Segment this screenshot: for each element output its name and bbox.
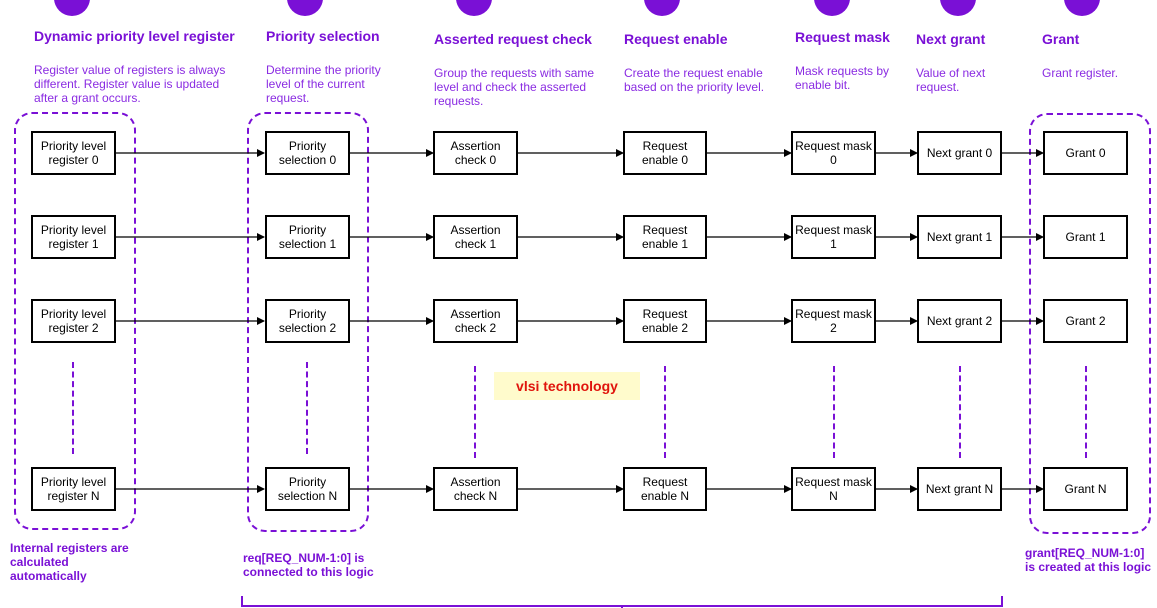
grant-n-box: Grant N <box>1043 467 1128 511</box>
stage-desc-dynamic-priority: Register value of registers is always di… <box>34 63 226 105</box>
stage-desc-next-grant: Value of next request. <box>916 66 986 94</box>
stage-marker-1 <box>287 0 323 16</box>
stage-title-request-mask: Request mask <box>795 29 890 45</box>
assertion-check-1-box: Assertion check 1 <box>433 215 518 259</box>
stage-marker-0 <box>54 0 90 16</box>
stage-desc-asserted-request-check: Group the requests with same level and c… <box>434 66 595 108</box>
request-enable-1-box: Request enable 1 <box>623 215 707 259</box>
group-priority-selection <box>247 112 369 532</box>
grant-1-box: Grant 1 <box>1043 215 1128 259</box>
stage-title-asserted-request-check: Asserted request check <box>434 31 592 47</box>
priority-selection-0-box: Priority selection 0 <box>265 131 350 175</box>
bottom-bracket <box>241 596 1003 607</box>
group-grant <box>1029 113 1151 534</box>
next-grant-1-box: Next grant 1 <box>917 215 1002 259</box>
priority-selection-n-box: Priority selection N <box>265 467 350 511</box>
stage-desc-request-mask: Mask requests by enable bit. <box>795 64 890 92</box>
request-mask-0-box: Request mask 0 <box>791 131 876 175</box>
stage-marker-4 <box>814 0 850 16</box>
priority-selection-2-box: Priority selection 2 <box>265 299 350 343</box>
request-mask-2-box: Request mask 2 <box>791 299 876 343</box>
ellipsis-col-2 <box>474 366 476 458</box>
note-req-connection: req[REQ_NUM-1:0] is connected to this lo… <box>243 551 374 579</box>
ellipsis-col-4 <box>833 366 835 458</box>
request-enable-2-box: Request enable 2 <box>623 299 707 343</box>
watermark-label: vlsi technology <box>494 372 640 400</box>
priority-level-register-0-box: Priority level register 0 <box>31 131 116 175</box>
priority-level-register-1-box: Priority level register 1 <box>31 215 116 259</box>
stage-marker-3 <box>644 0 680 16</box>
next-grant-0-box: Next grant 0 <box>917 131 1002 175</box>
stage-title-grant: Grant <box>1042 31 1080 47</box>
assertion-check-2-box: Assertion check 2 <box>433 299 518 343</box>
stage-title-request-enable: Request enable <box>624 31 728 47</box>
note-grant-created: grant[REQ_NUM-1:0] is created at this lo… <box>1025 546 1152 574</box>
stage-marker-5 <box>940 0 976 16</box>
priority-level-register-2-box: Priority level register 2 <box>31 299 116 343</box>
ellipsis-col-0 <box>72 362 74 454</box>
stage-marker-2 <box>456 0 492 16</box>
note-internal-registers: Internal registers are calculated automa… <box>10 541 129 583</box>
request-mask-n-box: Request mask N <box>791 467 876 511</box>
request-enable-0-box: Request enable 0 <box>623 131 707 175</box>
ellipsis-col-3 <box>664 366 666 458</box>
stage-desc-priority-selection: Determine the priority level of the curr… <box>266 63 381 105</box>
stage-title-dynamic-priority: Dynamic priority level register <box>34 28 235 44</box>
ellipsis-col-1 <box>306 362 308 454</box>
priority-selection-1-box: Priority selection 1 <box>265 215 350 259</box>
priority-level-register-n-box: Priority level register N <box>31 467 116 511</box>
stage-marker-6 <box>1064 0 1100 16</box>
request-enable-n-box: Request enable N <box>623 467 707 511</box>
stage-title-priority-selection: Priority selection <box>266 28 380 44</box>
assertion-check-0-box: Assertion check 0 <box>433 131 518 175</box>
grant-2-box: Grant 2 <box>1043 299 1128 343</box>
stage-desc-grant: Grant register. <box>1042 66 1119 80</box>
assertion-check-n-box: Assertion check N <box>433 467 518 511</box>
next-grant-n-box: Next grant N <box>917 467 1002 511</box>
ellipsis-col-6 <box>1085 366 1087 458</box>
grant-0-box: Grant 0 <box>1043 131 1128 175</box>
next-grant-2-box: Next grant 2 <box>917 299 1002 343</box>
request-mask-1-box: Request mask 1 <box>791 215 876 259</box>
ellipsis-col-5 <box>959 366 961 458</box>
stage-title-next-grant: Next grant <box>916 31 986 47</box>
stage-desc-request-enable: Create the request enable based on the p… <box>624 66 765 94</box>
